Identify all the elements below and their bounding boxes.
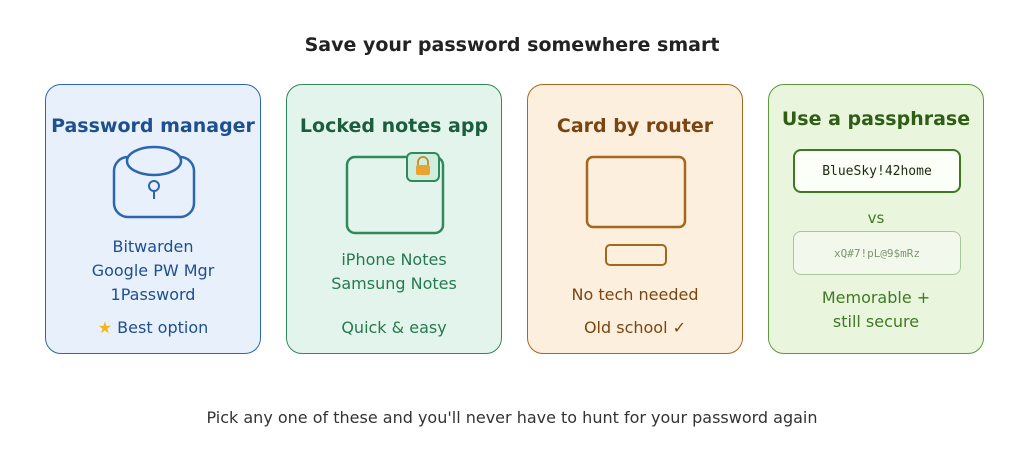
option-line: iPhone Notes [341,250,447,269]
option-line: Samsung Notes [331,274,457,293]
versus-label: vs [867,209,885,227]
card-heading: Locked notes app [299,115,489,137]
card-heading: Card by router [556,115,714,137]
card-passphrase: Use a passphrase BlueSky!42home vs xQ#7!… [768,84,984,354]
option-line: Bitwarden [112,237,194,256]
router-card-icon [585,155,687,266]
page-title: Save your password somewhere smart [304,34,720,56]
benefit-line: still secure [832,312,920,331]
benefit-line: Memorable + [821,288,931,307]
weak-password-example: xQ#7!pL@9$mRz [793,231,961,275]
card-note: Old school ✓ [583,318,687,337]
option-line: 1Password [110,285,196,304]
card-heading: Use a passphrase [781,108,971,130]
card-note-label: Best option [117,318,209,337]
card-note: ★ Best option [46,318,260,337]
star-icon: ★ [97,318,113,337]
option-line: Google PW Mgr [91,261,215,280]
footer-caption: Pick any one of these and you'll never h… [206,408,818,427]
option-line: No tech needed [571,285,699,304]
card-password-manager: Password manager Bitwarden Google PW Mgr… [45,84,261,354]
strong-passphrase-example: BlueSky!42home [793,149,961,193]
card-note: Quick & easy [341,318,447,337]
card-router: Card by router No tech needed Old school… [527,84,743,354]
card-locked-notes: Locked notes app iPhone Notes Samsung No… [286,84,502,354]
padlock-icon [112,145,196,219]
card-heading: Password manager [51,115,255,137]
locked-note-icon [345,152,445,235]
